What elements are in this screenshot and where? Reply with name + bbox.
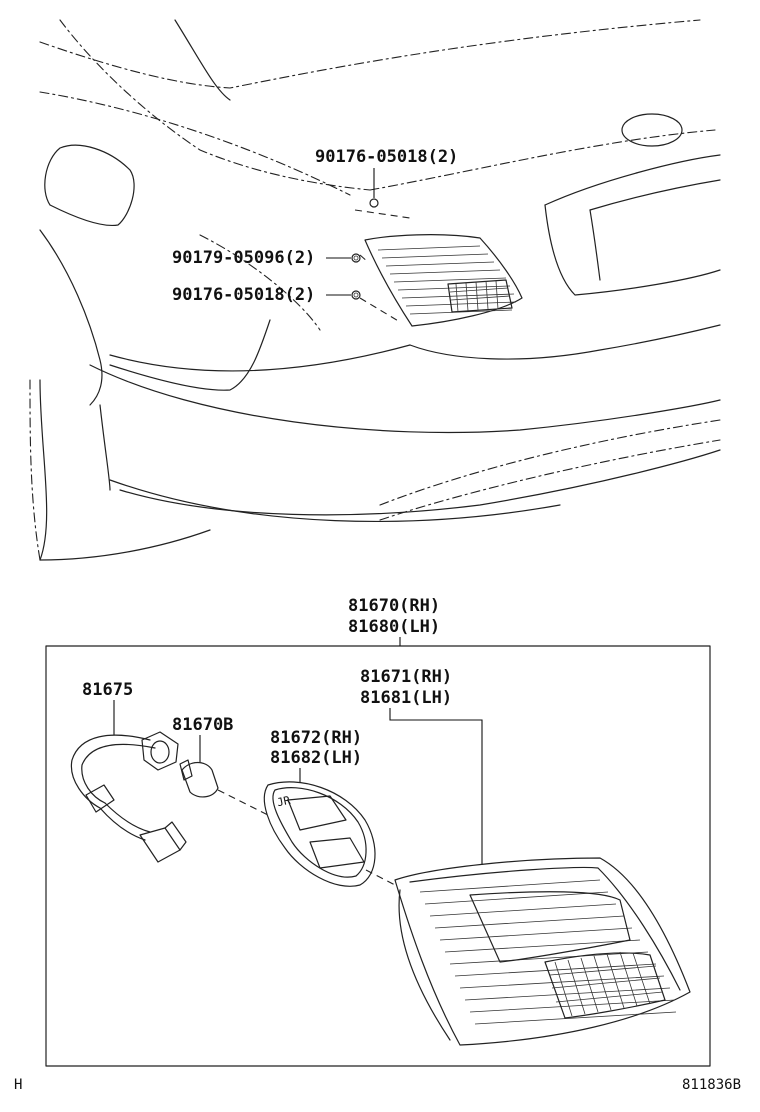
label-gasket-lh: 81682(LH)	[270, 748, 363, 768]
socket-wire-harness	[70, 731, 187, 863]
label-socket: 81675	[82, 680, 134, 700]
label-assy-rh: 81670(RH)	[348, 596, 441, 616]
corner-code-right: 811836B	[682, 1077, 742, 1093]
label-assy-lh: 81680(LH)	[348, 617, 441, 637]
corner-code-left: H	[14, 1077, 23, 1093]
gasket-illustration	[263, 781, 396, 887]
lens-illustration	[394, 857, 691, 1046]
bulb-illustration	[179, 759, 269, 816]
label-lens-rh: 81671(RH)	[360, 667, 453, 687]
label-nut-middle: 90179-05096(2)	[172, 248, 316, 268]
label-bolt-lower: 90176-05018(2)	[172, 285, 316, 305]
label-bulb: 81670B	[172, 715, 234, 735]
label-bolt-upper: 90176-05018(2)	[315, 147, 459, 167]
label-gasket-rh: 81672(RH)	[270, 728, 363, 748]
label-lens-lh: 81681(LH)	[360, 688, 453, 708]
exploded-view-box	[45, 637, 711, 1067]
vehicle-rear-illustration	[29, 19, 721, 561]
